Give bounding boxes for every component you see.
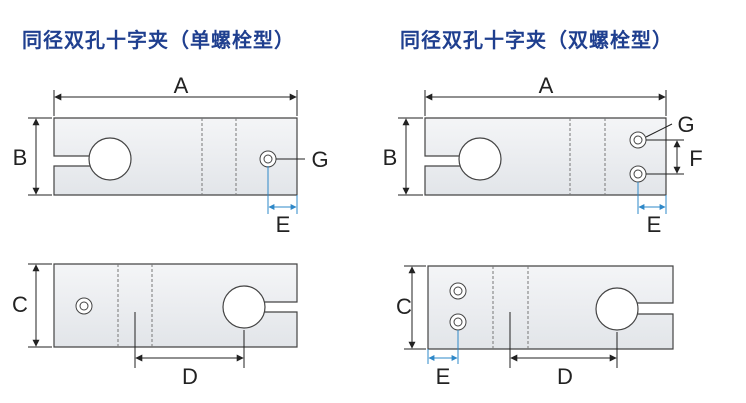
right-dim-a-label: A (539, 73, 554, 98)
left-dim-a-label: A (174, 73, 189, 98)
right-dim-f-label: F (689, 146, 702, 171)
right-top-view (424, 117, 667, 196)
right-dim-g-label: G (677, 112, 694, 137)
left-bottom-bore (222, 285, 266, 329)
left-dim-e-label: E (276, 212, 291, 237)
left-top-bore (88, 137, 132, 181)
left-dim-c-label: C (12, 292, 28, 317)
left-top-view (53, 117, 298, 196)
right-dim-e-label: E (647, 212, 662, 237)
left-panel-title: 同径双孔十字夹（单螺栓型） (22, 28, 295, 52)
right-bottom-bore (595, 287, 639, 331)
right-top-bore (458, 137, 502, 181)
right-dim-d-label: D (557, 364, 573, 389)
right-dim-b-label: B (383, 145, 398, 170)
left-dim-g-label: G (311, 147, 328, 172)
left-bottom-view (53, 263, 298, 348)
left-dim-b-label: B (13, 145, 28, 170)
left-dim-d-label: D (182, 364, 198, 389)
right-panel-title: 同径双孔十字夹（双螺栓型） (400, 28, 673, 52)
right-g-leader (645, 123, 673, 138)
right-bottom-view (427, 265, 674, 350)
right-bottom-dim-e-label: E (436, 364, 451, 389)
right-dim-c-label: C (396, 294, 412, 319)
